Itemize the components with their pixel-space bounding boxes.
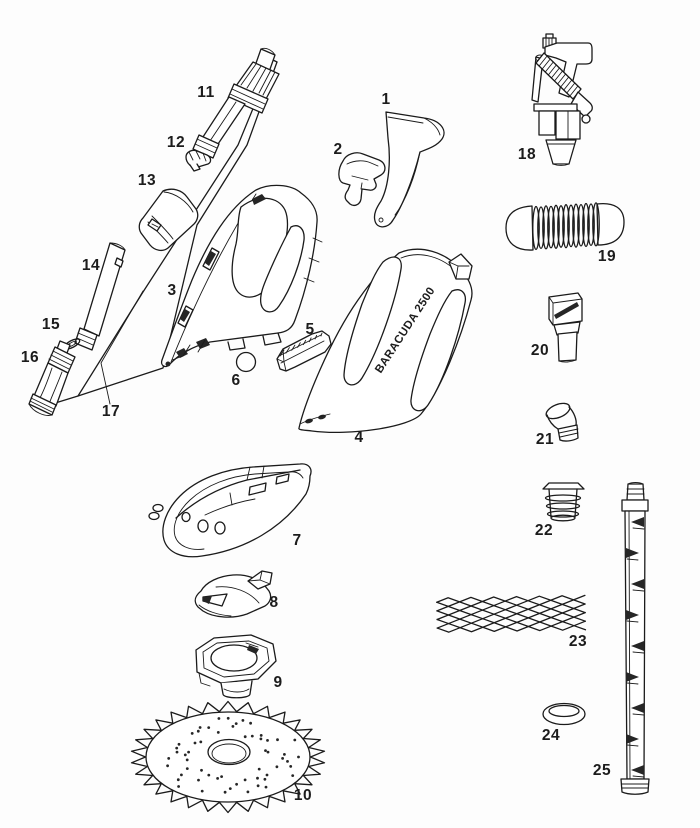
part-17-pole-drawing	[51, 59, 278, 405]
part-6-label: 6	[231, 372, 241, 389]
part-23-label: 23	[568, 633, 588, 650]
part-22-label: 22	[534, 522, 554, 539]
part-17-label: 17	[101, 403, 121, 420]
part-16-label: 16	[20, 349, 40, 366]
part-18-regulator-valve-drawing	[531, 33, 593, 166]
part-2-latch-drawing	[338, 152, 386, 206]
part-1-curved-cover-drawing	[373, 111, 445, 228]
part-12-label: 12	[166, 134, 186, 151]
part-12-clamp-drawing	[185, 149, 212, 172]
part-25-label: 25	[592, 762, 612, 779]
part-10-finned-disc-drawing	[130, 700, 326, 814]
part-8-label: 8	[269, 594, 279, 611]
part-19-label: 19	[597, 248, 617, 265]
part-5-label: 5	[305, 321, 315, 338]
part-4-body-shell-drawing: BARACUDA 2500	[298, 248, 473, 434]
part-17-leader-line	[100, 290, 144, 405]
part-3-upper-housing-drawing	[160, 184, 323, 368]
part-20-label: 20	[530, 342, 550, 359]
part-8-valve-plate-drawing	[194, 570, 273, 618]
part-13-label: 13	[137, 172, 157, 189]
part-15-label: 15	[41, 316, 61, 333]
part-9-label: 9	[273, 674, 283, 691]
part-9-ring-nut-drawing	[195, 634, 277, 699]
part-2-label: 2	[333, 141, 343, 158]
part-6-ball-drawing	[235, 351, 257, 373]
part-22-ribbed-plug-drawing	[542, 482, 585, 522]
part-3-label: 3	[167, 282, 177, 299]
part-21-label: 21	[535, 431, 555, 448]
part-21-elbow-drawing	[545, 402, 579, 442]
part-14-label: 14	[81, 257, 101, 274]
part-19-hose-drawing	[505, 202, 625, 251]
part-11-label: 11	[197, 84, 215, 101]
part-11-shaft-tube-drawing	[192, 47, 280, 159]
part-16-grip-drawing	[28, 340, 76, 416]
part-23-mesh-screen-drawing	[436, 594, 587, 633]
part-25-notched-tube-drawing	[620, 482, 650, 795]
part-5-hex-roller-drawing	[276, 330, 332, 372]
part-20-nozzle-drawing	[548, 292, 583, 363]
part-24-label: 24	[541, 727, 561, 744]
part-18-label: 18	[517, 146, 537, 163]
part-24-seal-ring-drawing	[542, 702, 586, 726]
part-13-sleeve-drawing	[138, 188, 199, 252]
part-14-tube-drawing	[74, 242, 126, 351]
part-10-label: 10	[293, 787, 313, 804]
part-7-label: 7	[292, 532, 302, 549]
part-4-label: 4	[354, 429, 364, 446]
part-7-lower-hull-drawing	[148, 463, 312, 558]
part-1-label: 1	[381, 91, 391, 108]
